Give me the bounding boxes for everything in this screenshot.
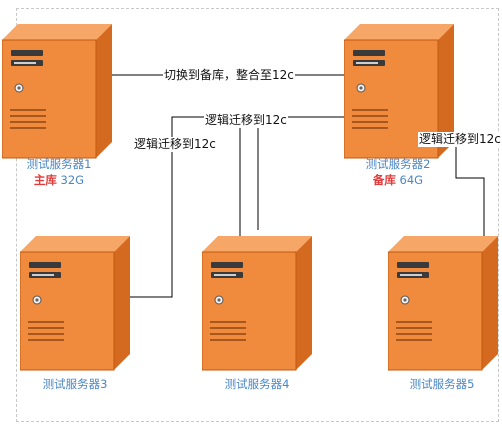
server-3-name: 测试服务器3: [42, 377, 108, 391]
server-2-name: 测试服务器2: [365, 157, 431, 171]
diagram-frame: [16, 8, 499, 422]
edge-switch-label: 切换到备库，整合至12c: [163, 68, 295, 83]
server-1-label: 测试服务器1 主库 32G: [0, 156, 118, 188]
edge-migrate-3-label: 逻辑迁移到12c: [133, 137, 217, 152]
server-1-icon: [2, 23, 113, 159]
server-5-name: 测试服务器5: [409, 377, 475, 391]
server-1-mem: 32G: [60, 173, 85, 187]
server-3-icon: [20, 235, 131, 371]
edge-migrate-5-label: 逻辑迁移到12c: [418, 132, 502, 147]
server-2-mem: 64G: [399, 173, 424, 187]
edge-migrate-4-label: 逻辑迁移到12c: [204, 113, 288, 128]
server-1-role: 主库: [33, 173, 57, 187]
server-2-label: 测试服务器2 备库 64G: [339, 156, 457, 188]
server-3-label: 测试服务器3: [16, 376, 134, 392]
server-1-name: 测试服务器1: [26, 157, 92, 171]
server-4-icon: [202, 235, 313, 371]
server-5-icon: [388, 235, 499, 371]
server-2-role: 备库: [372, 173, 396, 187]
server-5-label: 测试服务器5: [383, 376, 501, 392]
server-4-name: 测试服务器4: [224, 377, 290, 391]
server-4-label: 测试服务器4: [198, 376, 316, 392]
edge-migrate-5-line: [455, 145, 485, 236]
